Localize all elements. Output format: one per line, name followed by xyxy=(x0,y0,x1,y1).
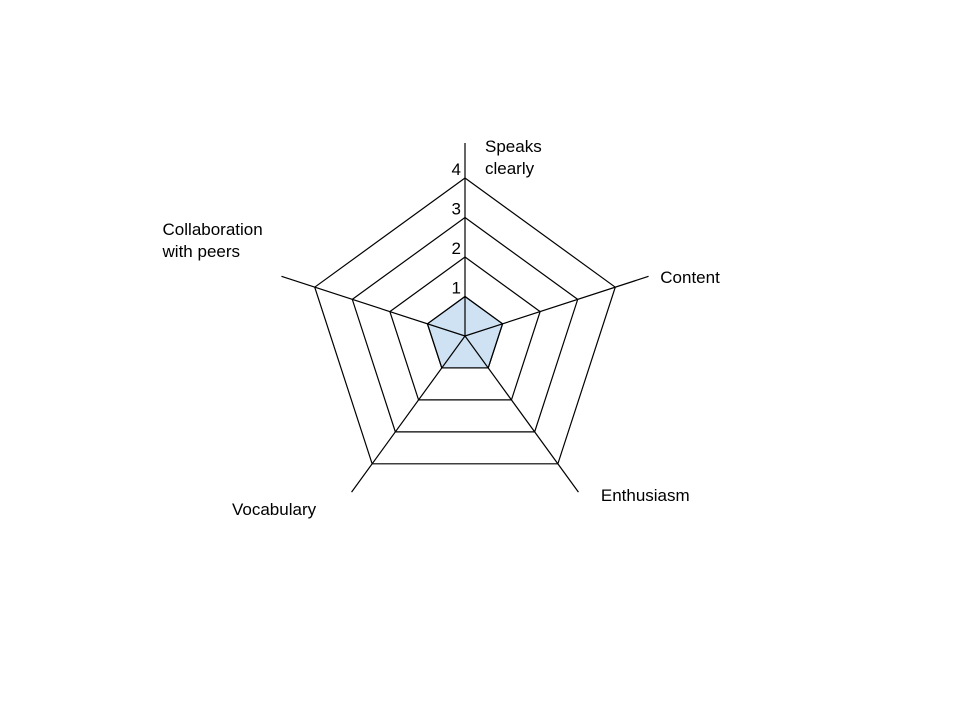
axis-label-line: Enthusiasm xyxy=(601,486,690,505)
tick-label: 2 xyxy=(452,239,461,258)
axis-label: Collaboration with peers xyxy=(162,220,263,261)
radar-spoke xyxy=(464,335,579,493)
tick-label: 4 xyxy=(452,160,461,179)
axis-label-line: Collaboration xyxy=(163,220,263,239)
radar-grid-ring xyxy=(389,256,541,401)
axis-label: Vocabulary xyxy=(232,500,317,519)
radar-spoke xyxy=(464,275,649,337)
radar-tick-labels: 1 2 3 4 xyxy=(452,160,461,298)
axis-label: Speaks clearly xyxy=(485,137,542,178)
radar-grid-ring xyxy=(314,177,616,465)
axis-label-line: Speaks xyxy=(485,137,542,156)
axis-label: Content xyxy=(660,268,720,287)
tick-label: 3 xyxy=(452,200,461,219)
radar-grid xyxy=(314,177,616,465)
radar-spoke xyxy=(351,335,466,493)
radar-axis-labels: Speaks clearlyContentEnthusiasmVocabulary… xyxy=(162,137,721,519)
axis-label-line: clearly xyxy=(485,159,535,178)
axis-label-line: Vocabulary xyxy=(232,500,317,519)
radar-spokes xyxy=(281,143,649,493)
radar-grid-ring xyxy=(426,295,504,369)
axis-label: Enthusiasm xyxy=(601,486,690,505)
radar-spoke xyxy=(281,275,466,337)
tick-label: 1 xyxy=(452,279,461,298)
radar-grid-ring xyxy=(351,216,579,433)
axis-label-line: Content xyxy=(660,268,720,287)
axis-label-line: with peers xyxy=(162,242,240,261)
